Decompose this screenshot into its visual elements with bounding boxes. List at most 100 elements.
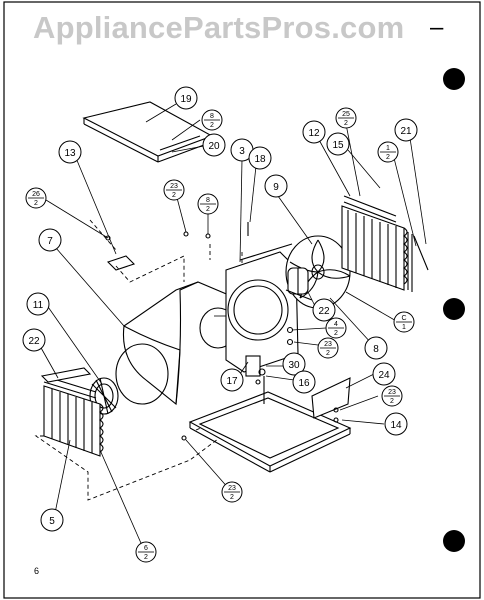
svg-text:9: 9 <box>273 182 279 193</box>
svg-text:8: 8 <box>206 197 210 204</box>
callout-15: 15 <box>326 132 350 156</box>
svg-text:1: 1 <box>402 324 406 331</box>
svg-text:2: 2 <box>326 350 330 357</box>
svg-text:C: C <box>401 315 406 322</box>
svg-text:2: 2 <box>206 206 210 213</box>
callout-11: 11 <box>26 292 50 316</box>
svg-text:22: 22 <box>28 336 40 347</box>
top-cover-part <box>82 101 214 163</box>
callout-7: 7 <box>38 228 62 252</box>
leader-lines <box>39 103 427 551</box>
fraction-callout-25-2: 252 <box>335 107 357 129</box>
svg-text:2: 2 <box>172 192 176 199</box>
svg-text:30: 30 <box>288 360 300 371</box>
callout-20: 20 <box>202 133 226 157</box>
callout-21: 21 <box>394 118 418 142</box>
svg-text:22: 22 <box>318 306 330 317</box>
svg-text:2: 2 <box>334 330 338 337</box>
svg-text:23: 23 <box>324 341 332 348</box>
fraction-callout-26-2: 262 <box>25 187 47 209</box>
svg-text:17: 17 <box>226 376 238 387</box>
svg-text:12: 12 <box>308 128 320 139</box>
svg-text:25: 25 <box>342 111 350 118</box>
svg-text:4: 4 <box>334 321 338 328</box>
svg-text:5: 5 <box>49 516 55 527</box>
callout-18: 18 <box>248 146 272 170</box>
binder-hole-top <box>443 68 465 90</box>
callout-12: 12 <box>302 120 326 144</box>
svg-text:14: 14 <box>390 420 402 431</box>
binder-hole-bottom <box>443 530 465 552</box>
callout-24: 24 <box>372 362 396 386</box>
callout-17: 17 <box>220 368 244 392</box>
callouts: 19 20 3 18 12 15 21 13 7 9 11 22 22 17 3… <box>22 86 418 532</box>
svg-text:16: 16 <box>298 378 310 389</box>
fan-motor-part <box>285 267 313 301</box>
binder-hole-middle <box>443 298 465 320</box>
svg-text:1: 1 <box>386 145 390 152</box>
page-border <box>3 1 481 599</box>
strip-part-22 <box>40 367 92 383</box>
watermark: AppliancePartsPros.com <box>33 10 405 45</box>
svg-text:13: 13 <box>64 148 76 159</box>
svg-text:8: 8 <box>373 344 379 355</box>
svg-text:23: 23 <box>228 485 236 492</box>
svg-text:2: 2 <box>230 494 234 501</box>
callout-14: 14 <box>384 412 408 436</box>
fraction-callout-8-2-mid: 82 <box>197 193 219 215</box>
partition-part <box>311 377 351 419</box>
svg-text:2: 2 <box>344 120 348 127</box>
svg-text:23: 23 <box>388 389 396 396</box>
svg-text:2: 2 <box>386 154 390 161</box>
svg-text:23: 23 <box>170 183 178 190</box>
svg-text:11: 11 <box>33 300 44 311</box>
page-number: 6 <box>34 566 40 576</box>
condenser-coil-part <box>341 195 413 292</box>
fraction-callouts: 82 262 232 82 252 12 C1 42 232 232 232 6… <box>25 107 415 563</box>
evaporator-coil-part <box>43 375 104 457</box>
bracket-part-21 <box>413 235 429 271</box>
fraction-callout-4-2: 42 <box>325 317 347 339</box>
svg-text:2: 2 <box>210 122 214 129</box>
svg-text:19: 19 <box>180 94 192 105</box>
callout-22-left: 22 <box>22 328 46 352</box>
svg-text:8: 8 <box>210 113 214 120</box>
fraction-callout-23-2-bottom: 232 <box>221 481 243 503</box>
fraction-callout-6-2: 62 <box>135 541 157 563</box>
callout-30: 30 <box>282 352 306 376</box>
guide-line-c <box>34 399 271 501</box>
fraction-callout-1-2: 12 <box>377 141 399 163</box>
svg-text:3: 3 <box>239 146 245 157</box>
callout-16: 16 <box>292 370 316 394</box>
svg-text:7: 7 <box>47 236 53 247</box>
fraction-callout-23-2-top: 232 <box>163 179 185 201</box>
base-pan-part <box>188 391 352 473</box>
scroll-housing-part <box>115 281 253 406</box>
small-hardware-part <box>105 231 339 441</box>
guide-line-a <box>115 255 185 283</box>
fraction-callout-23-2-right: 232 <box>381 385 403 407</box>
svg-text:20: 20 <box>208 141 220 152</box>
svg-text:6: 6 <box>144 545 148 552</box>
fraction-callout-top-8-2: 82 <box>201 109 223 131</box>
callout-13: 13 <box>58 140 82 164</box>
svg-text:2: 2 <box>144 554 148 561</box>
svg-text:18: 18 <box>254 154 266 165</box>
watermark-dash: – <box>430 14 444 41</box>
callout-5: 5 <box>40 508 64 532</box>
fraction-callout-c-1: C1 <box>393 311 415 333</box>
svg-text:26: 26 <box>32 191 40 198</box>
callout-19: 19 <box>174 86 198 110</box>
callout-9: 9 <box>264 174 288 198</box>
svg-text:15: 15 <box>332 140 344 151</box>
svg-text:2: 2 <box>34 200 38 207</box>
svg-text:21: 21 <box>400 126 412 137</box>
fraction-callout-23-2-mid: 232 <box>317 337 339 359</box>
bracket-part <box>106 255 136 271</box>
callout-8: 8 <box>364 336 388 360</box>
callout-22-center: 22 <box>312 298 336 322</box>
svg-text:24: 24 <box>378 370 390 381</box>
svg-text:2: 2 <box>390 398 394 405</box>
